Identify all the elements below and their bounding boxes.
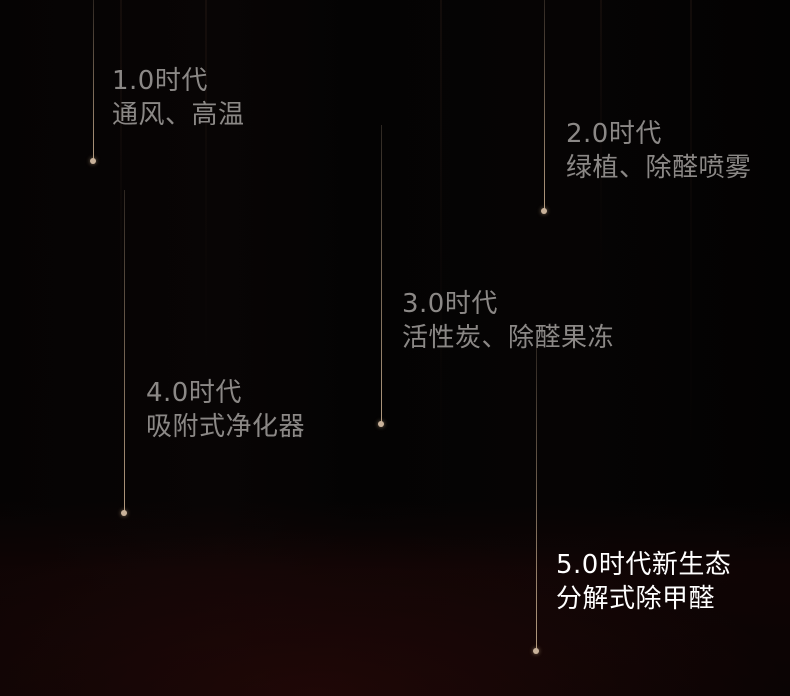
timeline-line-era-3 xyxy=(381,125,382,423)
era-1-label: 1.0时代 通风、高温 xyxy=(112,64,245,132)
era-1-title: 1.0时代 xyxy=(112,66,208,96)
light-streak xyxy=(120,0,122,420)
era-3-title: 3.0时代 xyxy=(402,289,498,319)
era-2-description: 绿植、除醛喷雾 xyxy=(566,153,752,183)
era-3-label: 3.0时代 活性炭、除醛果冻 xyxy=(402,287,614,355)
era-5-label: 5.0时代新生态 分解式除甲醛 xyxy=(556,548,731,616)
era-5-title: 5.0时代新生态 xyxy=(556,550,732,580)
era-4-description: 吸附式净化器 xyxy=(146,412,306,442)
timeline-line-era-5 xyxy=(536,345,537,650)
light-streak xyxy=(440,0,442,520)
light-streak xyxy=(600,0,602,300)
light-streak xyxy=(205,0,207,380)
background-glow xyxy=(0,526,790,696)
era-4-title: 4.0时代 xyxy=(146,378,242,408)
era-5-description: 分解式除甲醛 xyxy=(556,584,716,614)
light-streak xyxy=(690,0,692,460)
timeline-dot-era-4 xyxy=(121,510,127,516)
era-2-title: 2.0时代 xyxy=(566,119,662,149)
era-3-description: 活性炭、除醛果冻 xyxy=(402,323,615,353)
timeline-line-era-2 xyxy=(544,0,545,210)
timeline-line-era-4 xyxy=(124,190,125,512)
timeline-line-era-1 xyxy=(93,0,94,160)
timeline-dot-era-5 xyxy=(533,648,539,654)
timeline-dot-era-1 xyxy=(90,158,96,164)
era-2-label: 2.0时代 绿植、除醛喷雾 xyxy=(566,117,752,185)
timeline-dot-era-2 xyxy=(541,208,547,214)
era-4-label: 4.0时代 吸附式净化器 xyxy=(146,376,305,444)
era-1-description: 通风、高温 xyxy=(112,100,245,130)
timeline-dot-era-3 xyxy=(378,421,384,427)
